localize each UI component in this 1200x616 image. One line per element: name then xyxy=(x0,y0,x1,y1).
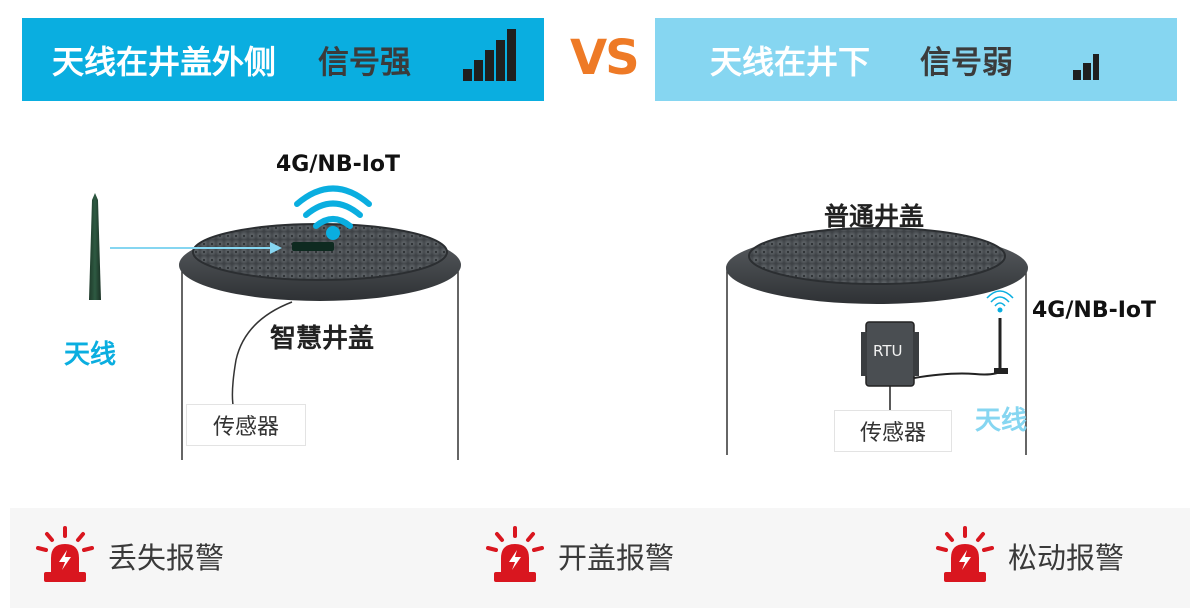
wifi-signal-icon xyxy=(294,185,372,229)
right-network-label: 4G/NB-IoT xyxy=(1032,298,1157,323)
left-sensor-cable xyxy=(231,301,293,411)
alarm-label-open: 开盖报警 xyxy=(558,541,675,575)
right-banner: 天线在井下 信号弱 xyxy=(655,18,1177,101)
left-banner-title: 天线在井盖外侧 xyxy=(52,42,277,81)
siren-icon xyxy=(486,526,544,582)
left-banner: 天线在井盖外侧 信号强 xyxy=(22,18,544,101)
external-antenna-icon xyxy=(89,193,282,300)
right-banner-title: 天线在井下 xyxy=(710,42,871,81)
alarm-item-open: 开盖报警 xyxy=(484,518,674,594)
signal-strong-icon xyxy=(463,29,519,81)
right-sensor-label: 传感器 xyxy=(859,421,926,446)
normal-manhole-cover xyxy=(726,227,1028,304)
rtu-label: RTU xyxy=(873,342,903,360)
normal-cover-label: 普通井盖 xyxy=(824,202,925,231)
alarm-item-loss: 丢失报警 xyxy=(34,518,224,594)
left-sensor-box: 传感器 xyxy=(186,404,306,446)
right-sensor-box: 传感器 xyxy=(834,410,952,452)
left-network-label: 4G/NB-IoT xyxy=(276,152,401,177)
alarm-label-loose: 松动报警 xyxy=(1008,541,1125,575)
left-sensor-label: 传感器 xyxy=(212,415,279,440)
right-signal-label: 信号弱 xyxy=(920,45,1013,81)
alarm-label-loss: 丢失报警 xyxy=(108,541,225,575)
left-signal-label: 信号强 xyxy=(318,45,411,81)
internal-antenna-icon xyxy=(986,290,1014,374)
smart-manhole-cover xyxy=(179,223,461,301)
smart-cover-label: 智慧井盖 xyxy=(270,324,375,354)
rtu-antenna-cable xyxy=(913,369,1005,379)
right-antenna-label: 天线 xyxy=(975,406,1028,436)
alarm-item-loose: 松动报警 xyxy=(934,518,1124,594)
signal-weak-icon xyxy=(1073,54,1099,80)
left-antenna-label: 天线 xyxy=(64,340,117,370)
siren-icon xyxy=(936,526,994,582)
vs-label: VS xyxy=(570,30,640,86)
right-well-shaft xyxy=(726,268,1027,455)
siren-icon xyxy=(36,526,94,582)
alarm-bar xyxy=(10,508,1190,608)
